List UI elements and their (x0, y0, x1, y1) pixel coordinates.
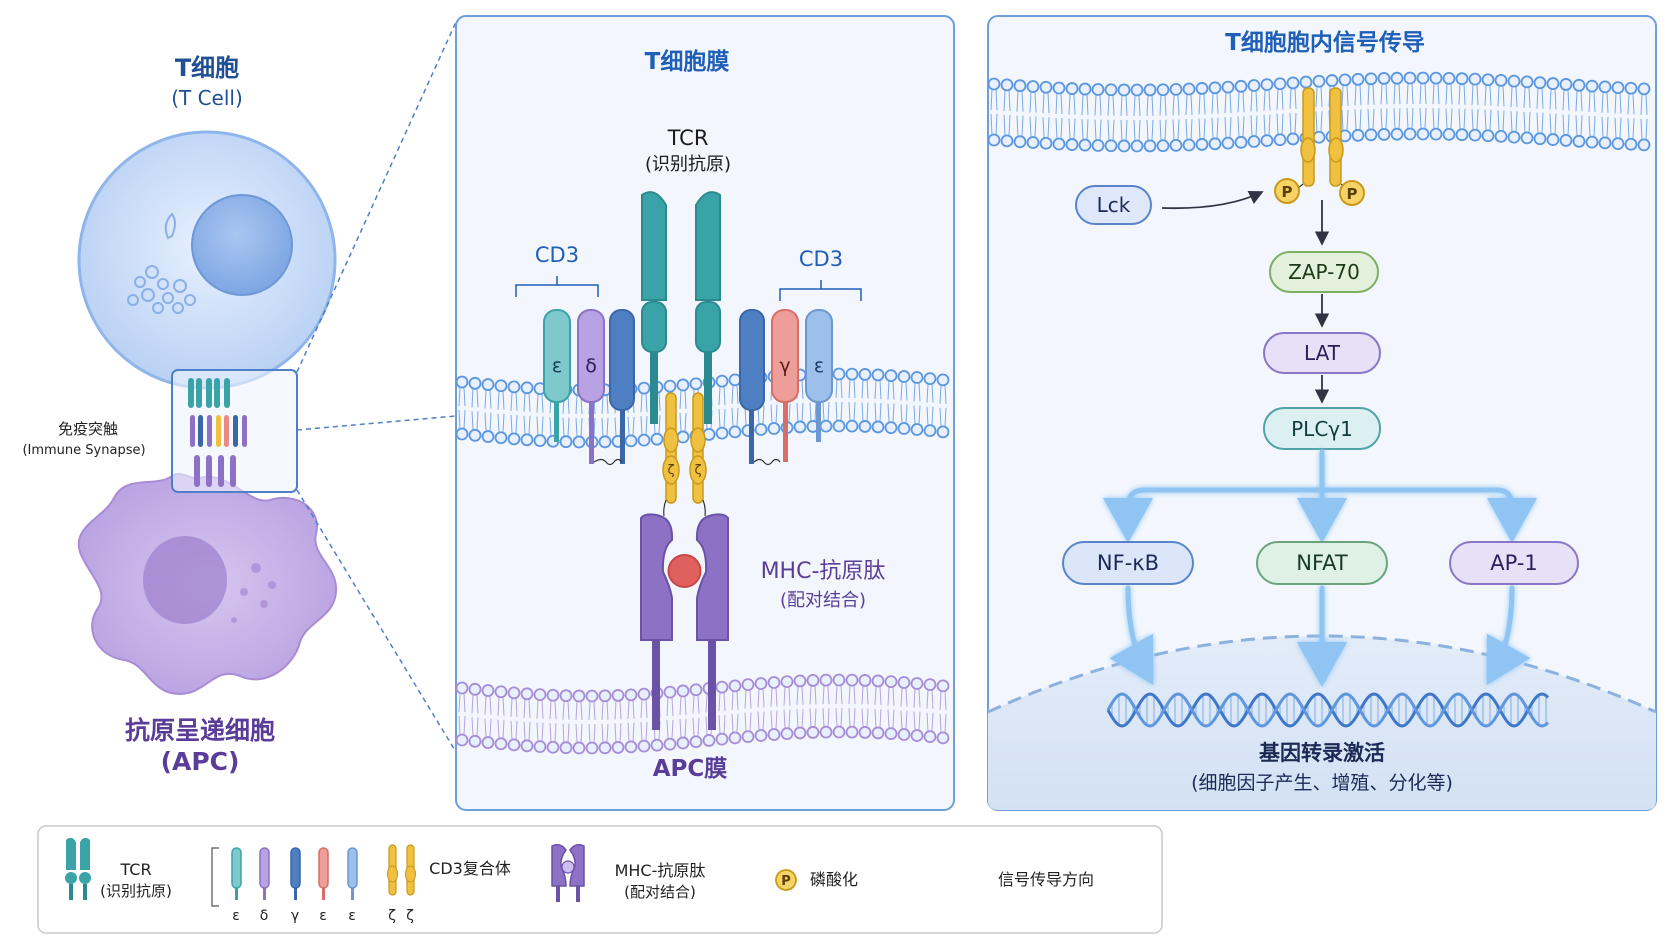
cd3-blue-right (739, 309, 765, 411)
cd3-right-label: CD3 (799, 247, 843, 271)
legend-cd3-chains (231, 844, 416, 900)
synapse-label-en: (Immune Synapse) (22, 443, 145, 458)
middle-panel: T细胞膜 TCR (识别抗原) CD3 CD3 (455, 15, 955, 811)
left-overview: T细胞 (T Cell) 抗原呈递细胞 (APC) (22, 21, 457, 776)
antigen-peptide (667, 554, 702, 588)
dna-helix (1106, 692, 1550, 728)
nfkb-node (1062, 541, 1194, 585)
gene-title: 基因转录激活 (1259, 741, 1385, 765)
lck-node (1075, 185, 1152, 225)
legend-mhc-label: MHC-抗原肽 (615, 861, 706, 880)
apc-subtitle: (APC) (161, 747, 240, 776)
legend: TCR (识别抗原) ε δ γ ε ε ζ ζ CD3复合体 MHC-抗原肽 (37, 825, 1163, 934)
phospho-label-1: P (1282, 183, 1293, 201)
legend-phospho-icon (775, 869, 797, 891)
legend-greek-7: ζ (406, 908, 414, 924)
signal-branch-arrows (1103, 449, 1537, 687)
lat-node (1263, 332, 1381, 374)
lck-arrow (1161, 191, 1264, 210)
chain-label-gamma: γ (779, 355, 790, 377)
zeta-chains-intracellular (1274, 87, 1365, 206)
nfat-label: NFAT (1296, 551, 1348, 575)
cd3-left-label: CD3 (535, 243, 579, 267)
chain-label-zeta-1: ζ (667, 463, 674, 478)
cd3-left-bracket (515, 276, 599, 297)
tcr-label: TCR (667, 126, 709, 150)
legend-mhc-icon (551, 843, 585, 902)
nfkb-label: NF-κB (1097, 551, 1159, 575)
t-cell-organelles (127, 212, 196, 314)
apc-title: 抗原呈递细胞 (125, 716, 275, 745)
legend-tcr-label: TCR (119, 860, 151, 879)
nuclear-envelope (987, 634, 1657, 714)
plc-label: PLCγ1 (1291, 417, 1353, 441)
chain-label-zeta-2: ζ (694, 463, 701, 478)
ap1-node (1449, 541, 1579, 585)
legend-cd3-complex-label: CD3复合体 (429, 859, 511, 878)
mhc-sublabel: (配对结合) (780, 590, 866, 611)
legend-tcr-sublabel: (识别抗原) (100, 882, 172, 900)
chain-label-delta: δ (585, 355, 597, 377)
zoom-lines (296, 21, 457, 753)
legend-greek-3: γ (291, 908, 299, 924)
legend-frame (37, 825, 1163, 934)
apc-membrane-label: APC膜 (653, 756, 728, 782)
middle-panel-title: T细胞膜 (645, 48, 730, 75)
tcell-subtitle: (T Cell) (171, 86, 243, 110)
right-panel: T细胞胞内信号传导 P P Lck ZAP-70 LAT PLCγ1 (987, 15, 1657, 811)
legend-phosphorylation-label: 磷酸化 (810, 870, 858, 889)
phospho-marker-1 (1274, 178, 1300, 204)
zap70-label: ZAP-70 (1288, 260, 1360, 284)
gene-subtitle: (细胞因子产生、增殖、分化等) (1191, 772, 1453, 794)
cd3-zeta-chains (662, 392, 707, 517)
phospho-label-2: P (1347, 185, 1358, 203)
chain-label-epsilon-2: ε (814, 355, 824, 377)
ap1-label: AP-1 (1490, 551, 1538, 575)
lck-label: Lck (1097, 193, 1131, 217)
tcr-receptor (641, 191, 721, 424)
intracellular-membrane (987, 71, 1651, 153)
chain-label-epsilon-1: ε (552, 355, 562, 377)
t-cell-nucleus (191, 194, 293, 296)
cd3-chains-right (739, 309, 833, 466)
legend-greek-4: ε (319, 908, 327, 924)
tcell-title: T细胞 (175, 54, 239, 82)
legend-bracket (211, 847, 219, 907)
legend-p-label: P (781, 874, 791, 889)
plc-node (1263, 407, 1381, 450)
mhc-peptide-complex (640, 513, 729, 730)
synapse-mini-receptors (188, 378, 247, 487)
legend-greek-5: ε (348, 908, 356, 924)
legend-greek-1: ε (232, 908, 240, 924)
legend-greek-6: ζ (388, 908, 396, 924)
legend-greek-2: δ (260, 908, 269, 924)
tcr-sublabel: (识别抗原) (645, 154, 731, 175)
apc-nucleus (143, 536, 227, 624)
mhc-label: MHC-抗原肽 (761, 559, 886, 584)
phospho-marker-2 (1339, 180, 1365, 206)
synapse-label: 免疫突触 (58, 420, 118, 438)
cd3-right-bracket (779, 280, 862, 301)
zap70-node (1269, 251, 1379, 293)
cd3-chains-left (543, 309, 635, 466)
legend-mhc-sublabel: (配对结合) (624, 883, 696, 901)
right-panel-title: T细胞胞内信号传导 (1225, 29, 1425, 56)
lat-label: LAT (1304, 341, 1341, 365)
apc-vesicles (231, 563, 276, 623)
nfat-node (1256, 541, 1388, 585)
legend-signal-direction-label: 信号传导方向 (998, 870, 1094, 889)
legend-tcr-icon (65, 837, 91, 900)
cd3-blue-left (609, 309, 635, 411)
